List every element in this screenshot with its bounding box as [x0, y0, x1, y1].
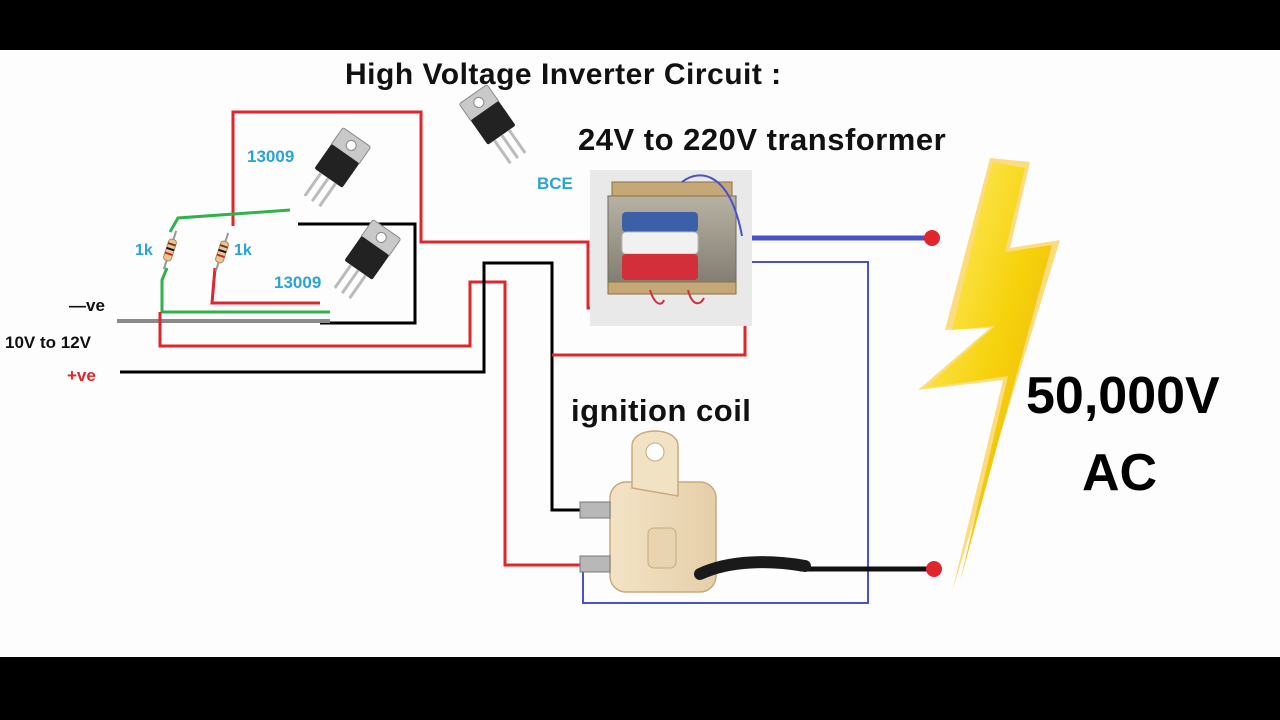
lightning-bolt-icon — [918, 158, 1060, 592]
wire-red-top-loop — [231, 110, 655, 310]
transistor-pinout-icon — [459, 84, 527, 165]
wire-red-resistor2 — [210, 267, 320, 305]
resistor-2-label: 1k — [234, 242, 252, 259]
output-voltage-label: 50,000V — [1026, 367, 1220, 425]
transistor-2-label: 13009 — [274, 273, 322, 292]
resistor-1-icon — [162, 230, 178, 270]
letterbox-bottom — [0, 657, 1280, 720]
supply-voltage-label: 10V to 12V — [5, 333, 91, 352]
terminal-dot-top — [924, 230, 940, 246]
pinout-label: BCE — [537, 174, 573, 193]
resistor-1-label: 1k — [135, 242, 153, 259]
letterbox-top — [0, 0, 1280, 50]
negative-terminal-label: —ve — [69, 296, 105, 315]
wire-black-positive-rail — [120, 261, 588, 512]
ignition-coil-label: ignition coil — [571, 393, 752, 428]
output-type-label: AC — [1082, 444, 1158, 502]
terminal-dot-bottom — [926, 561, 942, 577]
transformer-icon — [590, 170, 752, 326]
transistor-2-icon — [333, 219, 401, 300]
transistor-1-icon — [303, 127, 371, 208]
transistor-1-label: 13009 — [247, 147, 295, 166]
ignition-coil-icon — [579, 430, 811, 593]
diagram-title: High Voltage Inverter Circuit : — [345, 58, 782, 91]
wire-blue-thin-loop — [582, 261, 869, 604]
wire-green-left — [160, 267, 330, 314]
wire-black-collector-loop — [298, 222, 417, 325]
resistor-2-icon — [214, 232, 230, 272]
wire-red-main — [158, 280, 590, 567]
positive-terminal-label: +ve — [67, 366, 96, 385]
wire-green-top — [168, 208, 291, 233]
transformer-label: 24V to 220V transformer — [578, 122, 947, 157]
